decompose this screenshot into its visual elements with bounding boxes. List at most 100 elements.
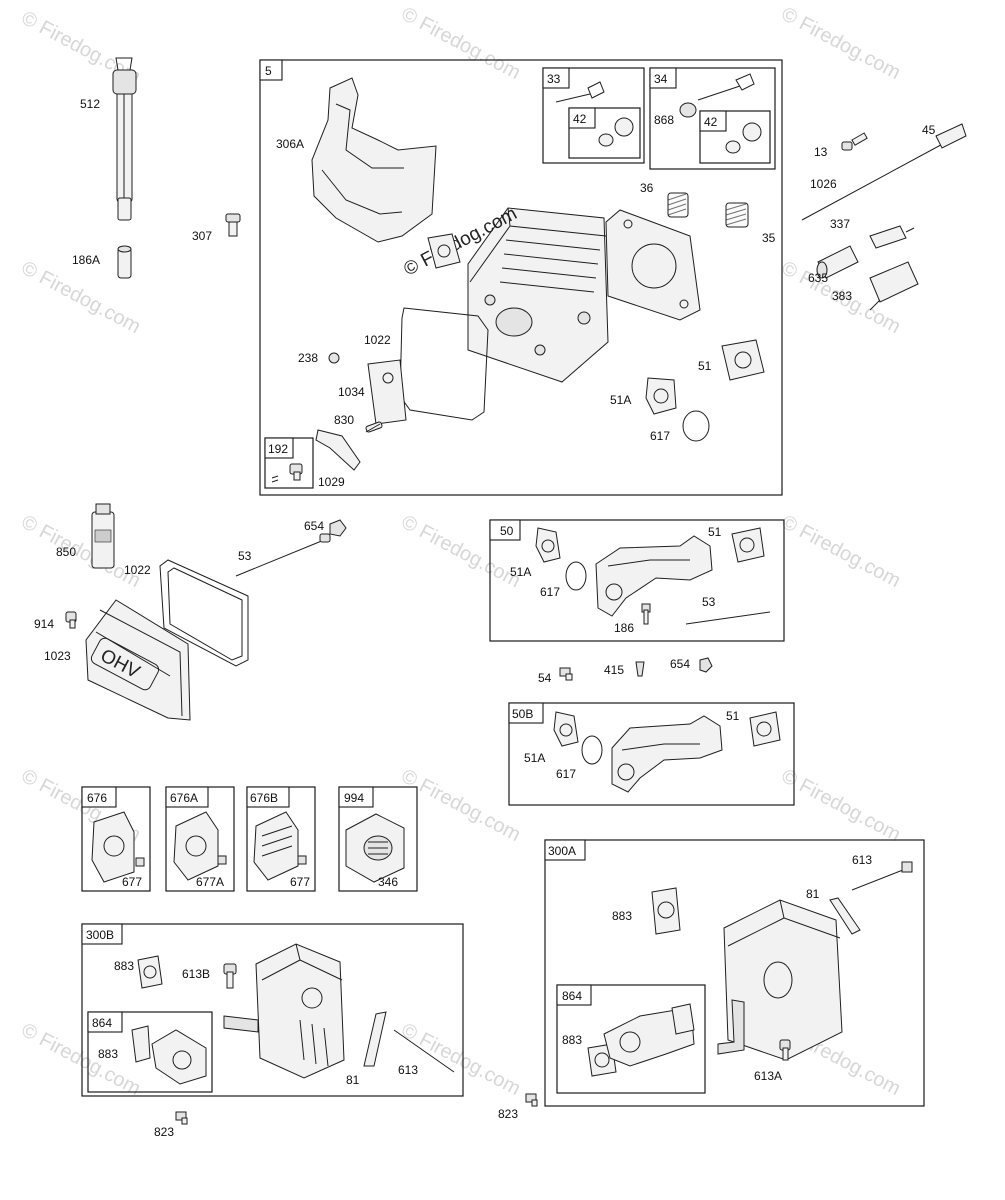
section-tag-34: 34 xyxy=(654,72,668,86)
part-label-617: 617 xyxy=(556,767,576,781)
section-676a: 676A 677A xyxy=(165,786,235,892)
screw-307 xyxy=(225,213,241,237)
screw-823-b xyxy=(525,1093,538,1107)
part-label-654: 654 xyxy=(304,519,324,533)
stud-613 xyxy=(393,1029,455,1073)
dipstick-tube-seal xyxy=(117,245,132,279)
part-label-51: 51 xyxy=(726,709,740,723)
part-label-51: 51 xyxy=(708,525,722,539)
bracket-81 xyxy=(363,1011,387,1067)
part-label-613: 613 xyxy=(852,853,872,867)
part-label-53: 53 xyxy=(238,549,252,563)
part-label-868: 868 xyxy=(654,113,674,127)
muffler-300a xyxy=(717,899,843,1061)
part-label-186: 186 xyxy=(614,621,634,635)
seal-ring-617 xyxy=(565,561,587,591)
section-tag-50: 50 xyxy=(500,524,514,538)
valve-spring-35 xyxy=(725,202,749,228)
valve-cover-gasket-1022 xyxy=(399,307,489,421)
clip-1029 xyxy=(315,429,361,471)
section-tag-5: 5 xyxy=(265,64,272,78)
section-676: 676 677 xyxy=(81,786,151,892)
part-label-383: 383 xyxy=(832,289,852,303)
dipstick-assembly xyxy=(112,57,137,221)
part-label-677: 677 xyxy=(290,875,310,889)
section-tag-994: 994 xyxy=(344,791,364,805)
exhaust-manifold xyxy=(595,535,713,617)
exhaust-manifold-b xyxy=(611,715,723,793)
head-gasket xyxy=(605,209,701,321)
part-label-51: 51 xyxy=(698,359,712,373)
part-label-36: 36 xyxy=(640,181,654,195)
part-label-512: 512 xyxy=(80,97,100,111)
part-label-617: 617 xyxy=(540,585,560,599)
part-label-1023: 1023 xyxy=(44,649,71,663)
part-label-654: 654 xyxy=(670,657,690,671)
part-label-830: 830 xyxy=(334,413,354,427)
gasket-small xyxy=(427,233,461,269)
part-label-1022-a: 1022 xyxy=(364,333,391,347)
part-label-1029: 1029 xyxy=(318,475,345,489)
part-label-1022-b: 1022 xyxy=(124,563,151,577)
intake-valve-33 xyxy=(555,81,605,103)
watermark: © Firedog.com xyxy=(18,511,144,592)
section-tag-864-b: 864 xyxy=(562,989,582,1003)
watermark: © Firedog.com xyxy=(778,511,904,592)
section-5: 5 306A 33 42 34 42 868 xyxy=(259,59,783,496)
muffler xyxy=(223,943,345,1079)
spark-plug-boot-635 xyxy=(816,245,859,279)
part-label-81: 81 xyxy=(806,887,820,901)
sealant-tube-850 xyxy=(91,503,115,569)
section-tag-33: 33 xyxy=(547,72,561,86)
section-676b: 676B 677 xyxy=(246,786,316,892)
part-label-54: 54 xyxy=(538,671,552,685)
section-tag-676: 676 xyxy=(87,791,107,805)
part-label-346: 346 xyxy=(378,875,398,889)
valve-cover-gasket xyxy=(159,559,249,667)
watermark: © Firedog.com xyxy=(778,3,904,84)
section-tag-42-a: 42 xyxy=(573,112,587,126)
gasket-51a xyxy=(535,527,561,563)
part-label-823: 823 xyxy=(498,1107,518,1121)
part-label-51a: 51A xyxy=(524,751,545,765)
fitting-415 xyxy=(635,661,645,677)
seal-ring-617 xyxy=(682,410,710,442)
nut-654 xyxy=(329,519,347,537)
section-tag-42-b: 42 xyxy=(704,115,718,129)
part-label-186a: 186A xyxy=(72,253,100,267)
gasket-883 xyxy=(137,955,163,989)
screw-914 xyxy=(65,611,77,629)
seal-ring-617 xyxy=(581,735,603,765)
push-rod-45 xyxy=(801,123,967,221)
gasket-51 xyxy=(721,339,765,381)
part-label-415: 415 xyxy=(604,663,624,677)
stud-53 xyxy=(235,533,331,577)
exhaust-valve-34 xyxy=(697,73,755,101)
part-label-51a: 51A xyxy=(610,393,631,407)
gasket-51a xyxy=(553,711,579,747)
screw-54 xyxy=(559,667,573,681)
part-label-35: 35 xyxy=(762,231,776,245)
section-300b: 300B 883 613B 81 613 864 883 xyxy=(81,923,464,1097)
nut-238 xyxy=(328,352,340,364)
watermark: © Firedog.com xyxy=(778,765,904,846)
nut-654-b xyxy=(699,657,713,673)
screw-613a xyxy=(779,1039,791,1061)
part-label-51a: 51A xyxy=(510,565,531,579)
screw-830 xyxy=(365,421,383,433)
watermark: © Firedog.com xyxy=(18,1019,144,1100)
air-guide-306a xyxy=(311,77,437,243)
section-994: 994 346 xyxy=(338,786,418,892)
part-label-53: 53 xyxy=(702,595,716,609)
watermark: © Firedog.com xyxy=(398,1019,524,1100)
part-label-1034: 1034 xyxy=(338,385,365,399)
section-tag-300a: 300A xyxy=(548,844,576,858)
stud-613 xyxy=(851,861,913,891)
part-label-337: 337 xyxy=(830,217,850,231)
ignition-part-383 xyxy=(869,261,919,311)
part-label-914: 914 xyxy=(34,617,54,631)
section-tag-300b: 300B xyxy=(86,928,114,942)
section-tag-192: 192 xyxy=(268,442,288,456)
valve-cover-1023: OHV xyxy=(85,599,191,721)
gasket-883 xyxy=(651,887,681,935)
